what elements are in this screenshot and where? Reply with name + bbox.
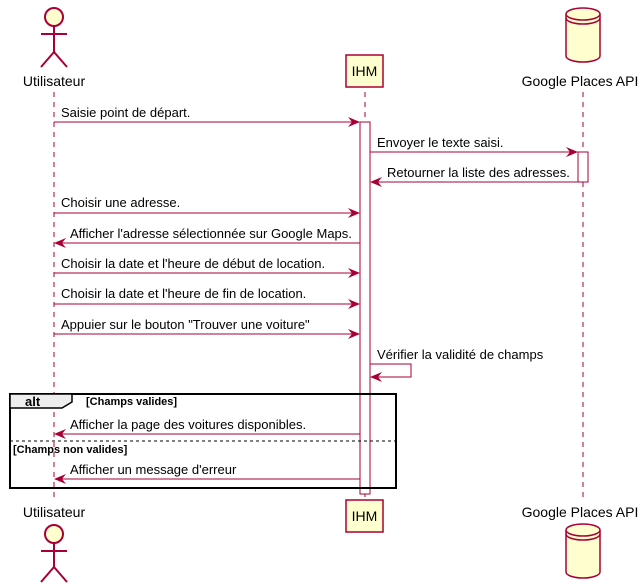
message-label: Afficher la page des voitures disponible… [70, 417, 306, 432]
actor-icon [40, 7, 68, 68]
message-1: Saisie point de départ. [54, 105, 360, 127]
actor-icon [40, 524, 68, 583]
alt-fragment: alt [Champs valides] [Champs non valides… [9, 393, 397, 489]
message-label: Appuier sur le bouton "Trouver une voitu… [61, 317, 310, 332]
message-label: Afficher un message d'erreur [70, 462, 237, 477]
message-label: Afficher l'adresse sélectionnée sur Goog… [70, 226, 352, 241]
message-2: Envoyer le texte saisi. [370, 135, 578, 157]
alt-guard-1: [Champs valides] [86, 396, 177, 408]
message-label: Choisir la date et l'heure de fin de loc… [61, 286, 306, 301]
activation-bar-ihm [359, 121, 371, 495]
alt-guard-2: [Champs non valides] [13, 444, 128, 456]
database-icon [565, 7, 601, 63]
participant-google-top: Google Places API [522, 7, 639, 89]
alt-keyword: alt [25, 394, 41, 409]
message-label: Vérifier la validité de champs [377, 347, 544, 362]
message-11: Afficher un message d'erreur [54, 462, 360, 484]
participant-user-top: Utilisateur [23, 7, 86, 89]
message-5: Afficher l'adresse sélectionnée sur Goog… [54, 226, 360, 248]
message-8: Appuier sur le bouton "Trouver une voitu… [54, 317, 360, 339]
participant-name: IHM [352, 508, 378, 524]
message-label: Envoyer le texte saisi. [377, 135, 503, 150]
message-4: Choisir une adresse. [54, 195, 360, 218]
message-label: Retourner la liste des adresses. [387, 165, 570, 180]
participant-name: IHM [352, 63, 378, 79]
participant-name: Google Places API [522, 73, 639, 89]
message-label: Saisie point de départ. [61, 105, 190, 120]
message-label: Choisir une adresse. [61, 195, 180, 210]
message-9-self: Vérifier la validité de champs [370, 347, 544, 382]
participant-ihm-top: IHM [345, 54, 384, 88]
database-icon [565, 523, 601, 579]
participant-google-bottom: Google Places API [522, 504, 639, 579]
participant-name: Utilisateur [23, 73, 86, 89]
participant-user-bottom: Utilisateur [23, 504, 86, 583]
participant-ihm-bottom: IHM [345, 499, 384, 533]
participant-name: Google Places API [522, 504, 639, 520]
participant-name: Utilisateur [23, 504, 86, 520]
activation-bar-google [577, 151, 589, 183]
message-10: Afficher la page des voitures disponible… [54, 417, 360, 439]
message-label: Choisir la date et l'heure de début de l… [61, 256, 325, 271]
message-3: Retourner la liste des adresses. [370, 165, 578, 187]
message-7: Choisir la date et l'heure de fin de loc… [54, 286, 360, 309]
message-6: Choisir la date et l'heure de début de l… [54, 256, 360, 278]
